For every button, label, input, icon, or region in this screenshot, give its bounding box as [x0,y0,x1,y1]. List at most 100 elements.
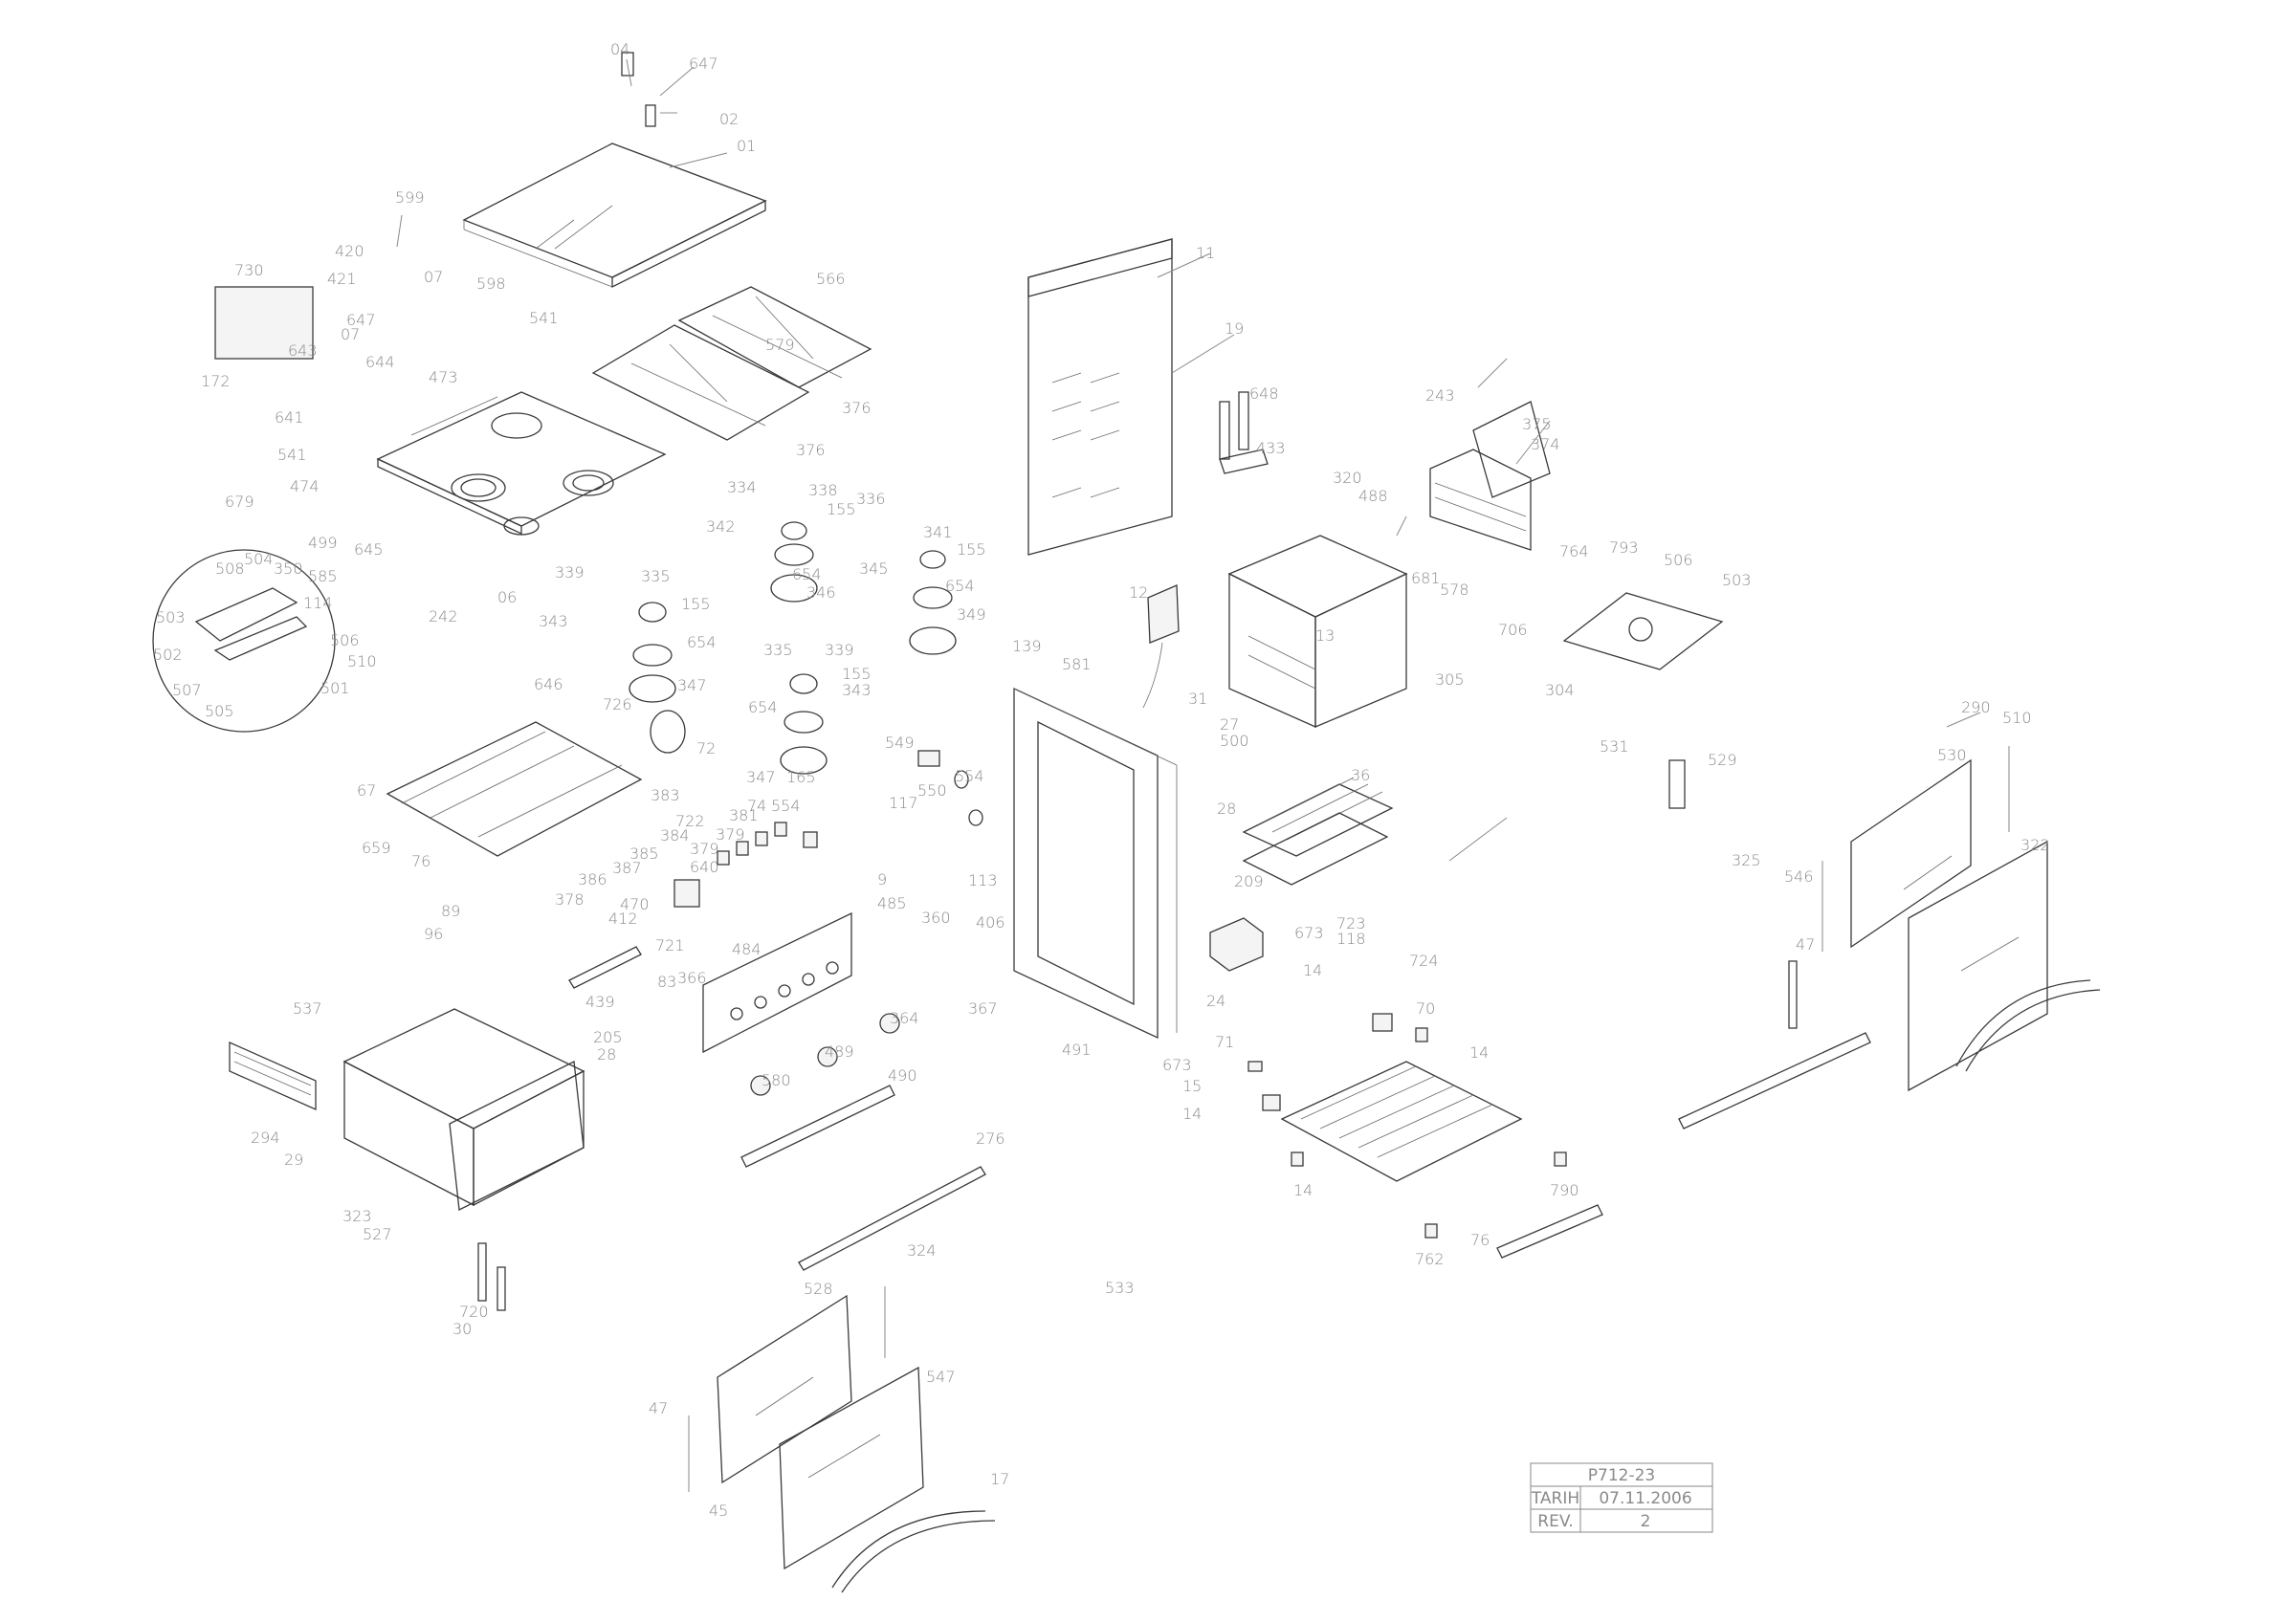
part-label-491: 491 [1062,1041,1092,1059]
part-label-378: 378 [555,890,585,909]
part-label-490: 490 [888,1066,917,1085]
hob-top-panel [376,391,667,536]
part-label-336: 336 [856,490,886,508]
valve-knobs [673,750,983,908]
part-label-505: 505 [205,702,234,720]
right-strip [1678,960,1871,1130]
part-label-641: 641 [275,408,304,427]
part-label-762: 762 [1415,1250,1445,1268]
part-label-67: 67 [357,781,376,800]
part-label-17: 17 [990,1470,1009,1488]
part-label-504: 504 [244,550,274,568]
part-label-510: 510 [347,652,377,670]
control-panel-front [702,911,852,1054]
part-label-647: 647 [346,311,376,329]
part-label-324: 324 [907,1241,937,1260]
part-label-07: 07 [424,268,443,286]
part-label-45: 45 [709,1502,728,1520]
part-label-541: 541 [277,446,307,464]
part-label-546: 546 [1784,867,1814,886]
part-label-502: 502 [153,646,183,664]
title-block-drawing-no: P712-23 [1588,1466,1655,1485]
part-label-503: 503 [156,608,186,626]
bottom-panel [1280,1061,1523,1182]
lower-cavity [342,1008,585,1211]
part-label-474: 474 [290,477,320,495]
part-label-14: 14 [1303,961,1322,979]
part-label-550: 550 [917,781,947,800]
part-label-581: 581 [1062,655,1092,673]
part-label-647: 647 [689,55,718,73]
part-label-345: 345 [859,559,889,578]
glass-lid [462,143,767,289]
title-block: P712-23 TARIH 07.11.2006 REV. 2 [1530,1462,1713,1533]
part-label-554: 554 [955,767,984,785]
part-label-71: 71 [1215,1033,1234,1051]
part-label-96: 96 [424,925,443,943]
part-label-381: 381 [729,806,759,824]
part-label-343: 343 [539,612,568,630]
right-door-glass [1821,746,2048,1092]
part-label-645: 645 [354,540,384,559]
part-label-376: 376 [842,399,872,417]
part-label-24: 24 [1206,992,1225,1010]
part-label-566: 566 [816,270,846,288]
part-label-654: 654 [687,633,717,651]
part-label-346: 346 [806,583,836,602]
part-label-76: 76 [1470,1231,1490,1249]
part-label-325: 325 [1732,851,1761,869]
part-label-47: 47 [1796,935,1815,954]
part-label-484: 484 [732,940,762,958]
part-label-28: 28 [597,1045,616,1064]
part-label-155: 155 [842,665,872,683]
part-label-506: 506 [1664,551,1693,569]
part-label-644: 644 [365,353,395,371]
part-label-508: 508 [215,559,245,578]
part-label-648: 648 [1249,384,1279,403]
part-label-339: 339 [555,563,585,581]
part-label-530: 530 [1937,746,1967,764]
part-label-47: 47 [649,1399,668,1417]
part-label-470: 470 [620,895,650,913]
side-bracket [1219,391,1269,474]
part-label-500: 500 [1220,732,1249,750]
part-label-585: 585 [308,567,338,585]
part-label-294: 294 [251,1129,280,1147]
part-label-205: 205 [593,1028,623,1046]
part-label-579: 579 [765,336,795,354]
part-label-412: 412 [608,910,638,928]
part-label-723: 723 [1336,914,1366,932]
part-label-489: 489 [825,1042,854,1061]
part-label-640: 640 [690,858,719,876]
title-block-rev-value: 2 [1641,1512,1651,1531]
part-label-02: 02 [719,110,739,128]
part-label-339: 339 [825,641,854,659]
part-label-598: 598 [476,274,506,293]
part-label-528: 528 [804,1280,833,1298]
pan-support-grid [591,286,872,441]
part-label-323: 323 [342,1207,372,1225]
part-label-349: 349 [957,605,986,624]
part-label-527: 527 [363,1225,392,1243]
part-label-341: 341 [923,523,953,541]
part-label-659: 659 [362,839,391,857]
part-label-506: 506 [330,631,360,649]
electric-box [1142,584,1180,709]
part-label-673: 673 [1162,1056,1192,1074]
part-label-726: 726 [603,695,632,713]
part-label-764: 764 [1559,542,1589,560]
part-label-14: 14 [1293,1181,1313,1199]
part-label-76: 76 [411,852,430,870]
part-label-155: 155 [827,500,856,518]
part-label-334: 334 [727,478,757,496]
part-label-721: 721 [655,936,685,954]
part-label-529: 529 [1708,751,1737,769]
part-label-13: 13 [1315,626,1335,645]
oven-door-frame [1013,687,1178,1040]
part-label-338: 338 [808,481,838,499]
part-label-155: 155 [957,540,986,559]
part-label-501: 501 [320,679,350,697]
part-label-379: 379 [690,840,719,858]
part-label-507: 507 [172,681,202,699]
